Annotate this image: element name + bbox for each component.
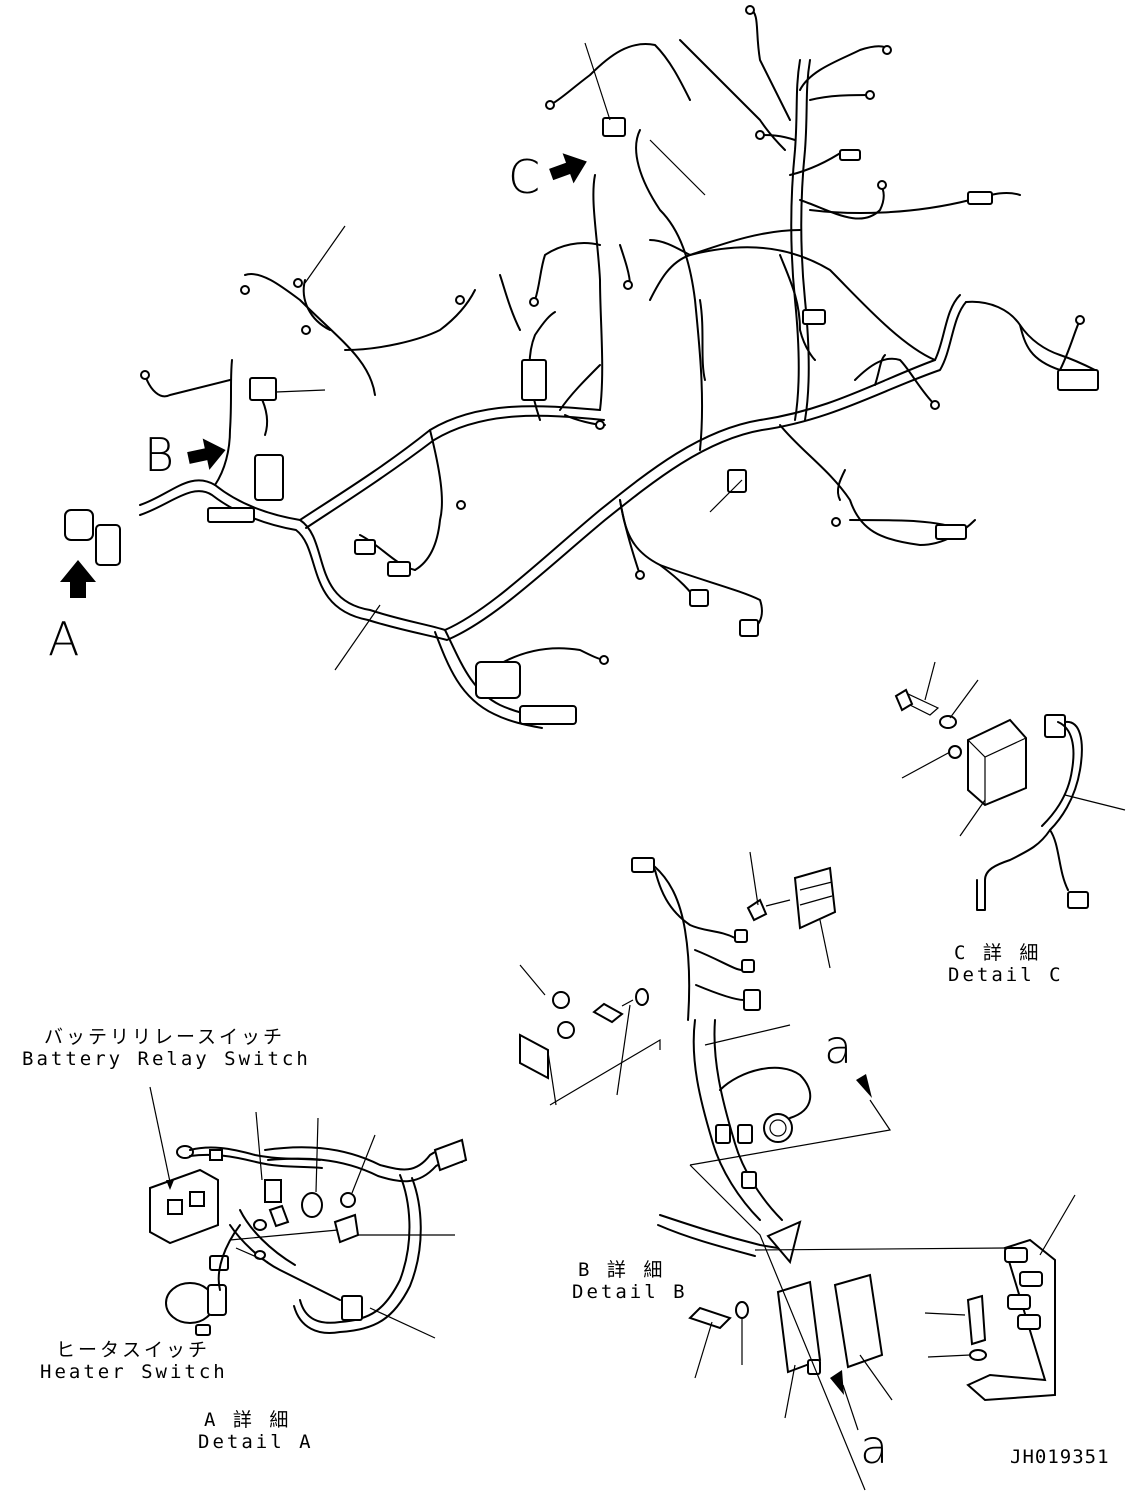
main-trunk bbox=[139, 59, 1061, 729]
drawing-number: JH019351 bbox=[1010, 1446, 1110, 1468]
detail-c-drawing bbox=[894, 661, 1126, 911]
detail-b-title-en: Detail B bbox=[572, 1281, 688, 1303]
harness-branches bbox=[144, 7, 1096, 671]
heater-switch-label-jp: ヒータスイッチ bbox=[56, 1339, 211, 1361]
view-c-arrow-icon bbox=[549, 153, 587, 184]
detail-b-drawing bbox=[519, 851, 1076, 1491]
view-c-label: C bbox=[508, 150, 541, 204]
heater-switch-label-en: Heater Switch bbox=[40, 1361, 228, 1383]
detail-a-title-jp: A 詳 細 bbox=[204, 1409, 292, 1431]
detail-b-title-jp: B 詳 細 bbox=[578, 1259, 666, 1281]
view-a-label: A bbox=[48, 612, 80, 666]
detail-a-title-en: Detail A bbox=[198, 1431, 314, 1453]
view-a-arrow-icon bbox=[60, 560, 96, 598]
battery-relay-leader-arrow-icon bbox=[166, 1180, 174, 1190]
ref-a-bottom-label: a bbox=[860, 1420, 889, 1474]
detail-c-title-jp: C 詳 細 bbox=[954, 942, 1042, 964]
ref-a-top-label: a bbox=[824, 1020, 853, 1074]
harness-connectors bbox=[64, 5, 1099, 725]
ref-a-top-arrow-icon bbox=[856, 1074, 872, 1098]
view-b-arrow-icon bbox=[187, 438, 226, 470]
detail-c-title-en: Detail C bbox=[948, 964, 1064, 986]
battery-relay-switch-label-jp: バッテリリレースイッチ bbox=[44, 1026, 286, 1048]
view-b-label: B bbox=[144, 428, 175, 482]
battery-relay-switch-label-en: Battery Relay Switch bbox=[22, 1048, 311, 1070]
detail-a-drawing bbox=[149, 1086, 468, 1339]
view-arrows bbox=[60, 153, 587, 598]
main-harness bbox=[60, 5, 1099, 729]
ref-a-bottom-arrow-icon bbox=[830, 1370, 844, 1395]
leader-lines bbox=[275, 42, 743, 671]
